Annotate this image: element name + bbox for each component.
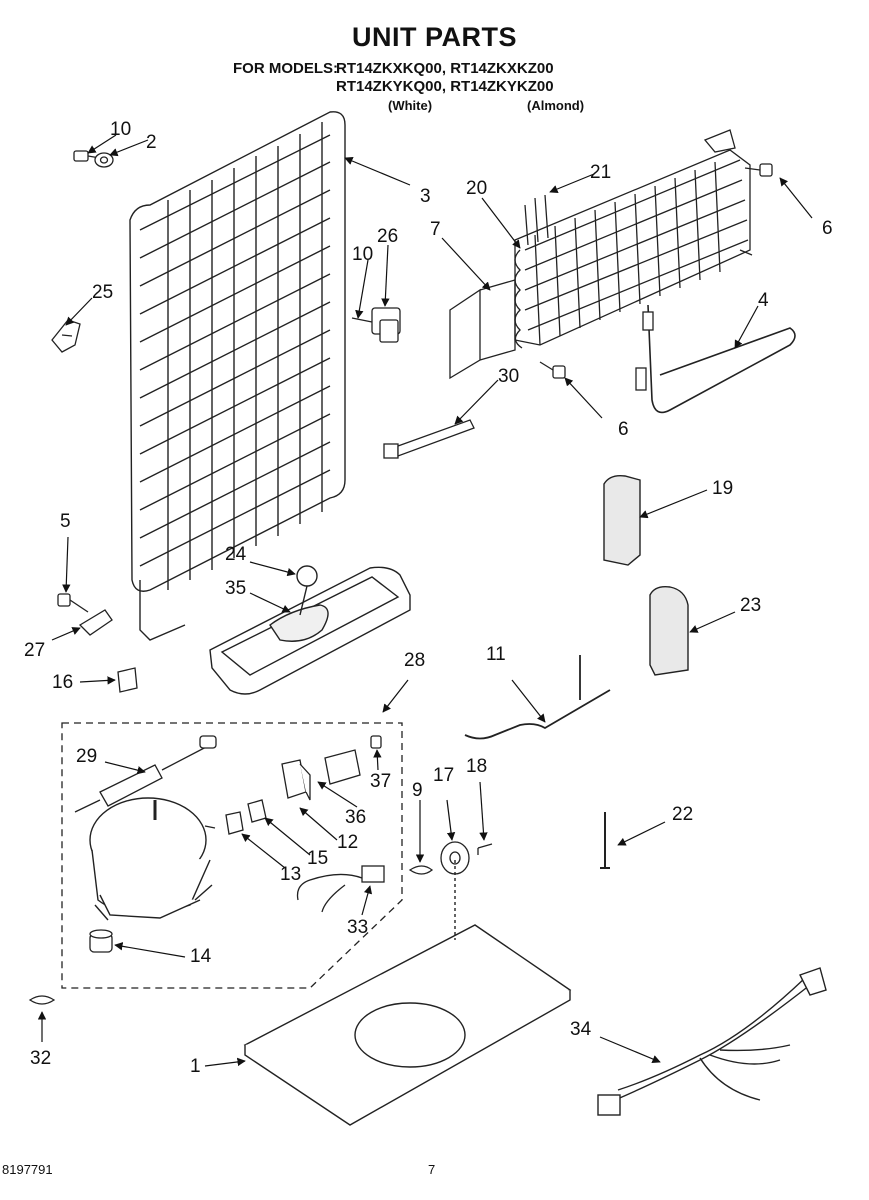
clip-27 [57,593,113,636]
part-label-23: 23 [740,595,761,616]
electrical-components [225,735,382,835]
relay-bracket [351,307,401,343]
pin-22 [600,812,610,869]
wire-harness-33 [296,865,385,913]
part-label-27: 27 [24,640,45,661]
part-label-5: 5 [60,511,71,532]
cable-tie [383,419,475,459]
doc-number: 8197791 [2,1162,53,1177]
part-label-25: 25 [92,282,113,303]
part-label-26: 26 [377,226,398,247]
insulation-pad-23 [649,585,689,676]
caster-wheel [440,841,493,875]
part-label-36: 36 [345,807,366,828]
clip-16 [117,667,138,693]
part-label-6a: 6 [822,218,833,239]
part-label-11: 11 [486,644,506,665]
page-number: 7 [428,1162,436,1177]
part-label-3: 3 [420,186,431,207]
part-label-37: 37 [370,771,391,792]
part-label-10: 10 [110,119,131,140]
part-label-30: 30 [498,366,519,387]
part-label-35: 35 [225,578,246,599]
drain-pan [209,565,411,695]
power-cord-harness [597,967,827,1116]
part-label-15: 15 [307,848,328,869]
drain-tube [464,655,611,740]
page-title: UNIT PARTS [352,22,517,52]
evaporator-assembly [449,129,753,380]
part-label-28: 28 [404,650,425,671]
part-label-32: 32 [30,1048,51,1069]
part-label-33: 33 [347,917,368,938]
part-label-2: 2 [146,132,157,153]
part-label-10b: 10 [352,244,373,265]
part-label-34: 34 [570,1019,592,1040]
models-line-2: RT14ZKYKQ00, RT14ZKYKZ00 [336,78,554,95]
insulation-pad-19 [603,474,641,566]
part-label-7: 7 [430,219,441,240]
clip-9 [408,865,434,875]
part-label-1: 1 [190,1056,201,1077]
part-label-12: 12 [337,832,358,853]
part-label-6b: 6 [618,419,629,440]
compressor-kit-boundary [61,722,403,989]
defrost-heater [647,304,796,414]
part-label-9: 9 [412,780,423,801]
part-label-17: 17 [433,765,454,786]
part-label-14: 14 [190,946,212,967]
callout-arrows [37,134,813,1067]
evaporator-screws [539,163,773,379]
filter-drier [74,735,217,813]
models-prefix: FOR MODELS: [233,60,338,77]
heater-terminals [635,311,654,391]
part-label-13: 13 [280,864,301,885]
color-white-label: (White) [388,98,433,113]
screw-washer [73,150,114,168]
compressor [89,797,216,921]
bracket-25 [51,319,81,353]
part-label-19: 19 [712,478,733,499]
part-label-16: 16 [52,672,73,693]
base-tray [243,860,572,1126]
models-line-1: RT14ZKXKQ00, RT14ZKXKZ00 [336,60,554,77]
part-label-18: 18 [466,756,487,777]
part-label-22: 22 [672,804,693,825]
part-label-4: 4 [758,290,769,311]
part-label-24: 24 [225,544,247,565]
clip-32 [28,995,56,1005]
color-almond-label: (Almond) [527,98,585,113]
grommet [89,929,113,953]
part-label-21: 21 [590,162,611,183]
part-label-20: 20 [466,178,487,199]
part-label-29: 29 [76,746,97,767]
condenser-coil [129,111,346,641]
